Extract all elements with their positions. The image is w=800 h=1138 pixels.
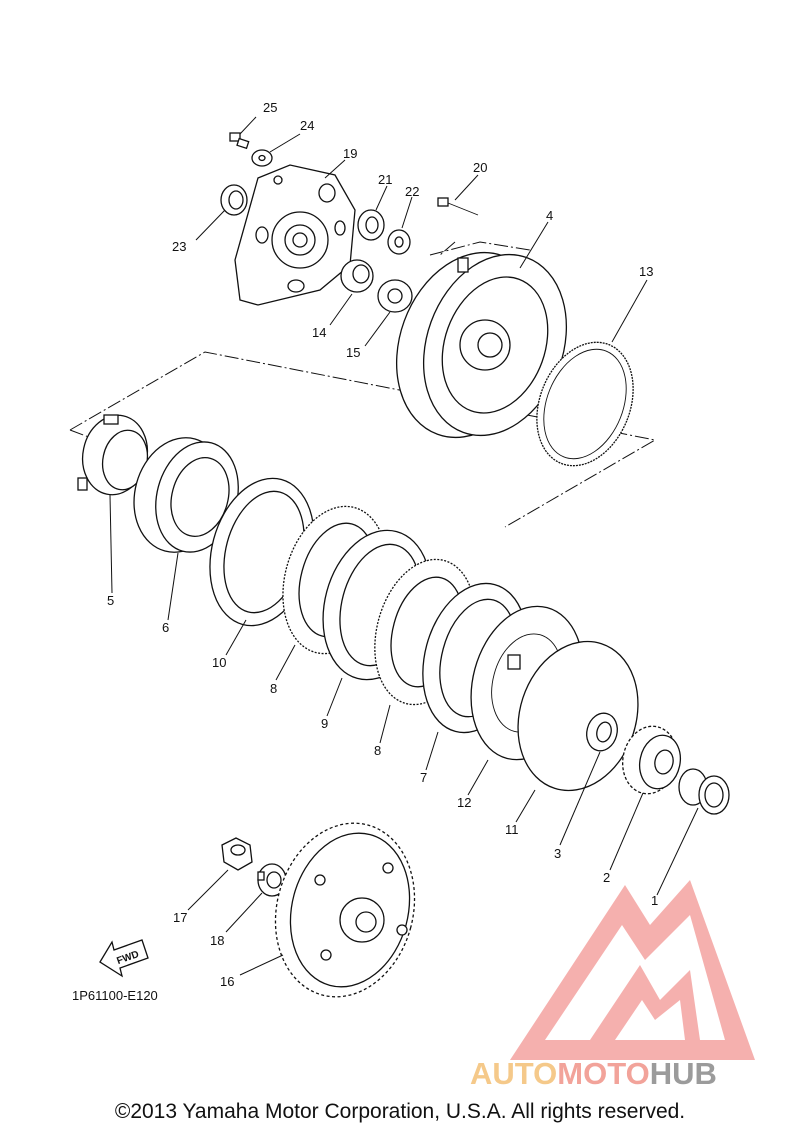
- bolt-20: [437, 197, 479, 216]
- callout-11: 11: [505, 822, 519, 837]
- bearing-21: [357, 209, 385, 241]
- clutch-housing-4: [395, 251, 568, 439]
- callout-9: 9: [321, 716, 328, 731]
- washer-15: [377, 279, 413, 313]
- part-callouts: 1 2 3 4 5 6 7 8 8 9 10 11 12 13 14 15 16…: [107, 100, 658, 989]
- cover-plate-19: [234, 164, 356, 306]
- watermark-moto: MOTO: [557, 1056, 650, 1091]
- gear-2: [622, 725, 682, 795]
- bearing-23: [220, 184, 248, 216]
- callout-16: 16: [220, 974, 234, 989]
- callout-25: 25: [263, 100, 277, 115]
- clutch-boss-6: [133, 437, 239, 553]
- callout-20: 20: [473, 160, 487, 175]
- callout-15: 15: [346, 345, 360, 360]
- callout-23: 23: [172, 239, 186, 254]
- callout-19: 19: [343, 146, 357, 161]
- copyright-text: ©2013 Yamaha Motor Corporation, U.S.A. A…: [114, 1100, 686, 1123]
- watermark-hub: HUB: [649, 1056, 717, 1091]
- callout-8b: 8: [374, 743, 381, 758]
- washer-3: [586, 712, 618, 752]
- watermark-logo: [510, 880, 755, 1060]
- watermark-auto: AUTO: [470, 1056, 558, 1091]
- fwd-arrow-icon: FWD: [99, 939, 149, 978]
- watermark-text: AUTOMOTOHUB: [470, 1056, 717, 1092]
- washer-24: [251, 149, 273, 167]
- callout-2: 2: [603, 870, 610, 885]
- callout-5: 5: [107, 593, 114, 608]
- callout-18: 18: [210, 933, 224, 948]
- diagram-code: 1P61100-E120: [72, 988, 158, 1003]
- nut-14: [340, 259, 374, 293]
- nut-17: [221, 837, 253, 871]
- gear-16: [274, 822, 416, 998]
- callout-22: 22: [405, 184, 419, 199]
- callout-8a: 8: [270, 681, 277, 696]
- callout-3: 3: [554, 846, 561, 861]
- bolt-25: [229, 132, 250, 150]
- spring-ring-13: [536, 341, 634, 467]
- callout-12: 12: [457, 795, 471, 810]
- bushing-1: [678, 768, 730, 815]
- callout-4: 4: [546, 208, 553, 223]
- callout-7: 7: [420, 770, 427, 785]
- callout-24: 24: [300, 118, 314, 133]
- callout-1: 1: [651, 893, 658, 908]
- callout-10: 10: [212, 655, 226, 670]
- collar-22: [387, 229, 411, 255]
- callout-6: 6: [162, 620, 169, 635]
- callout-14: 14: [312, 325, 326, 340]
- callout-17: 17: [173, 910, 187, 925]
- lock-washer-18: [257, 863, 287, 897]
- callout-13: 13: [639, 264, 653, 279]
- gear-5: [77, 414, 149, 496]
- leader-lines: [109, 116, 699, 976]
- callout-21: 21: [378, 172, 392, 187]
- circlip-11: [517, 640, 639, 792]
